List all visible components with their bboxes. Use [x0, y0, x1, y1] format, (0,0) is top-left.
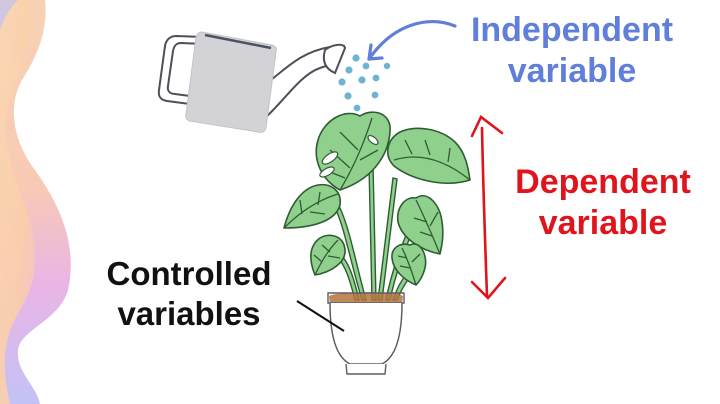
controlled-variables-label: Controlled variables	[84, 254, 294, 335]
monstera-holes	[319, 134, 379, 178]
independent-variable-label: Independent variable	[452, 10, 692, 93]
monstera-plant-icon	[283, 111, 471, 286]
water-drops-icon	[338, 54, 391, 112]
dependent-variable-label: Dependent variable	[498, 162, 708, 245]
dependent-line1: Dependent	[515, 163, 691, 201]
dependent-line2: variable	[538, 204, 668, 243]
controlled-line1: Controlled	[106, 255, 272, 292]
leaf-veins	[283, 117, 471, 286]
double-vertical-arrow-icon	[470, 114, 507, 300]
independent-line1: Independent	[470, 11, 674, 49]
gradient-wave-decoration	[0, 0, 71, 404]
controlled-line2: variables	[117, 295, 261, 333]
curved-arrow-icon	[367, 20, 457, 61]
plant-pot-icon	[327, 292, 405, 375]
pointer-line-icon	[296, 300, 345, 332]
watering-can-icon	[157, 31, 347, 133]
independent-line2: variable	[507, 52, 637, 91]
